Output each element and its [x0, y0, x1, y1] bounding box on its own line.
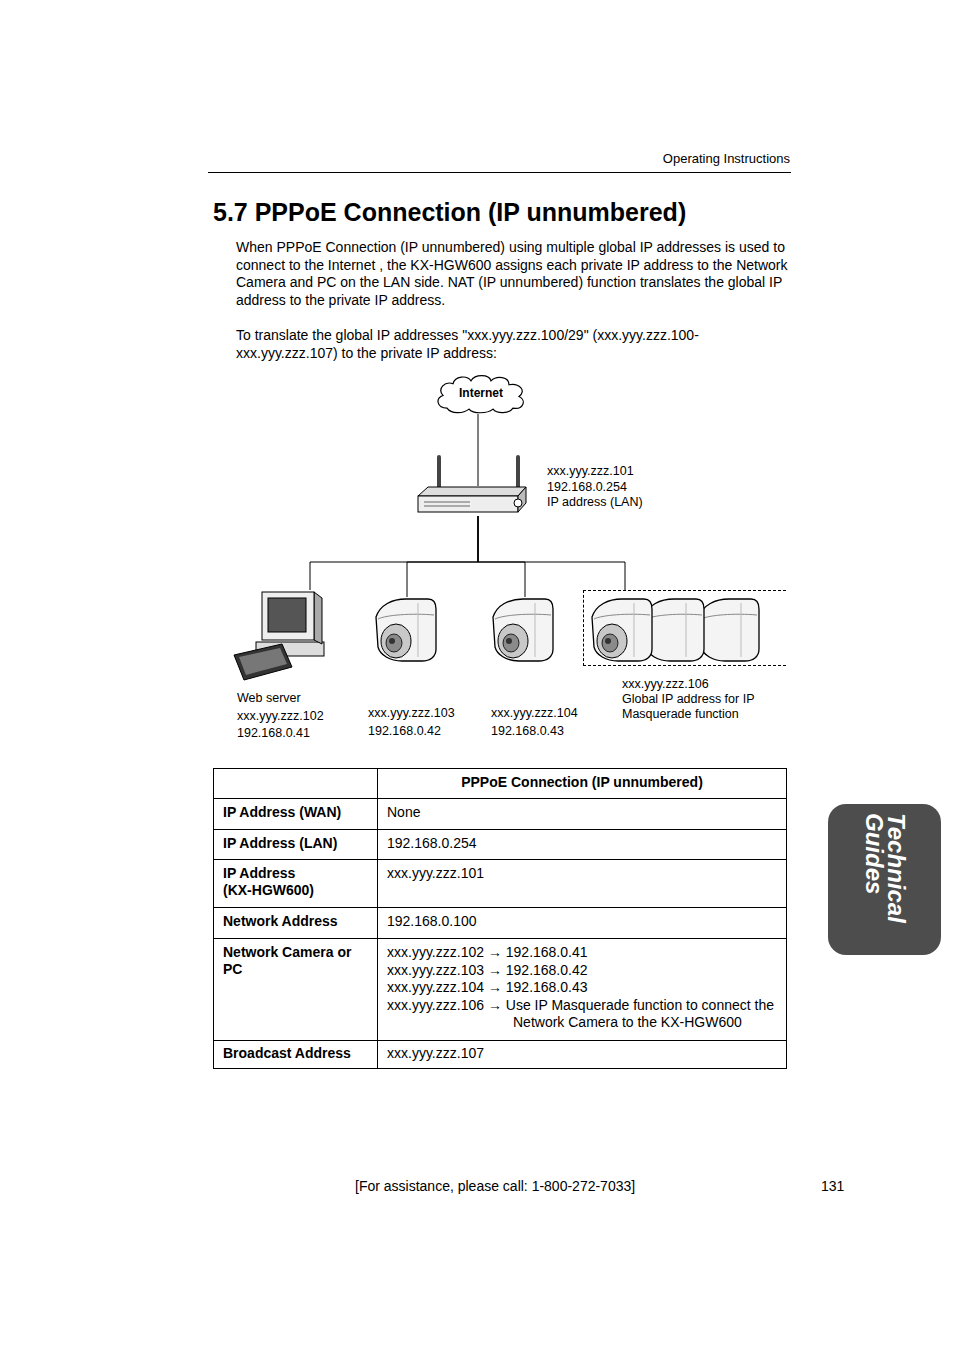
node-label: xxx.yyy.zzz.103	[368, 704, 488, 722]
camera-group: xxx.yyy.zzz.106Global IP address for IP …	[583, 590, 786, 666]
internet-cloud: Internet	[433, 373, 529, 414]
table-row-label: Network Camera or PC	[223, 944, 363, 978]
node-label: 192.168.0.43	[491, 722, 611, 740]
node-label: 192.168.0.254	[547, 480, 687, 496]
table-row-label: IP Address (LAN)	[223, 835, 373, 852]
node-label: IP address (LAN)	[547, 495, 687, 511]
web-server: Web serverxxx.yyy.zzz.102192.168.0.41	[232, 590, 342, 740]
node-label: xxx.yyy.zzz.101	[547, 464, 687, 480]
node-label: xxx.yyy.zzz.102	[237, 708, 357, 726]
table-cell: xxx.yyy.zzz.102 → 192.168.0.41	[387, 944, 782, 962]
network-camera: xxx.yyy.zzz.104192.168.0.43	[487, 597, 597, 737]
table-cell: 192.168.0.100	[387, 913, 777, 930]
body-paragraph: When PPPoE Connection (IP unnumbered) us…	[236, 239, 788, 310]
network-cable	[478, 516, 525, 597]
node-text: xxx.yyy.zzz.104192.168.0.43	[491, 704, 611, 740]
network-cable	[478, 516, 625, 590]
node-text: Web serverxxx.yyy.zzz.102192.168.0.41	[237, 690, 357, 743]
node-label: xxx.yyy.zzz.104	[491, 704, 611, 722]
node-label: 192.168.0.41	[237, 725, 357, 743]
node-text: xxx.yyy.zzz.106Global IP address for IP …	[622, 677, 767, 722]
table-cell: 192.168.0.254	[387, 835, 777, 852]
node-label: xxx.yyy.zzz.106	[622, 677, 767, 692]
table-cell: xxx.yyy.zzz.103 → 192.168.0.42	[387, 962, 782, 980]
network-camera: xxx.yyy.zzz.103192.168.0.42	[365, 597, 475, 737]
table-row-label: Broadcast Address	[223, 1045, 373, 1062]
table-row-label: IP Address (WAN)	[223, 804, 373, 821]
table-cell: xxx.yyy.zzz.107	[387, 1045, 777, 1062]
node-label: 192.168.0.42	[368, 722, 488, 740]
network-cable	[478, 414, 479, 486]
network-cable	[407, 516, 478, 597]
network-cable	[310, 516, 478, 590]
node-label: Web server	[237, 690, 357, 708]
table-header: PPPoE Connection (IP unnumbered)	[377, 774, 787, 791]
table-row-label: IP Address (KX-HGW600)	[223, 865, 323, 899]
side-tab: Technical Guides	[863, 813, 907, 943]
node-text: xxx.yyy.zzz.101192.168.0.254IP address (…	[547, 464, 687, 511]
node-label: Global IP address for IP Masquerade func…	[622, 692, 767, 722]
section-title: 5.7 PPPoE Connection (IP unnumbered)	[213, 196, 686, 228]
footer-note: [For assistance, please call: 1-800-272-…	[355, 1178, 685, 1195]
running-header: Operating Instructions	[600, 151, 790, 167]
page-number: 131	[821, 1178, 861, 1195]
table-cell: xxx.yyy.zzz.104 → 192.168.0.43	[387, 979, 782, 997]
table-row-label: Network Address	[223, 913, 373, 930]
router: xxx.yyy.zzz.101192.168.0.254IP address (…	[415, 486, 525, 516]
table-cell: xxx.yyy.zzz.101	[387, 865, 777, 882]
table-cell: None	[387, 804, 777, 821]
table-cell: xxx.yyy.zzz.106 → Use IP Masquerade func…	[387, 997, 782, 1032]
node-label: Internet	[433, 385, 529, 401]
node-text: Internet	[433, 385, 529, 401]
node-text: xxx.yyy.zzz.103192.168.0.42	[368, 704, 488, 740]
body-paragraph: To translate the global IP addresses "xx…	[236, 327, 788, 362]
